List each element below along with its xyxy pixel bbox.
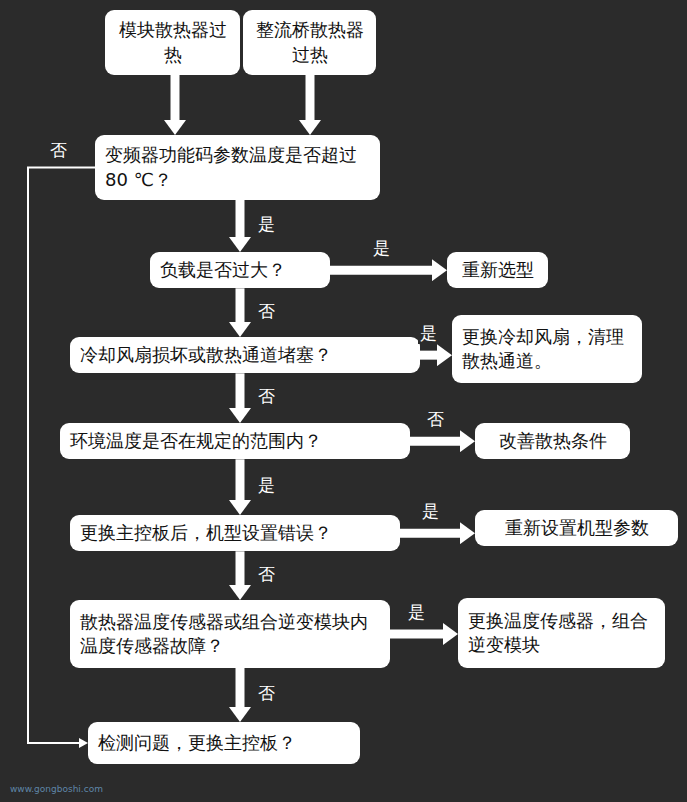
flow-arrow bbox=[236, 668, 245, 707]
flow-arrow bbox=[236, 551, 245, 585]
start-box: 模块散热器过热 bbox=[105, 10, 240, 75]
flow-arrow bbox=[236, 459, 245, 500]
node-text: 重新设置机型参数 bbox=[485, 516, 668, 540]
decision-box: 更换主控板后，机型设置错误？ bbox=[70, 515, 400, 551]
node-text: 重新选型 bbox=[457, 258, 538, 282]
node-text: 环境温度是否在规定的范围内？ bbox=[70, 429, 400, 453]
flow-arrow bbox=[236, 288, 245, 322]
flow-arrow bbox=[236, 200, 245, 237]
decision-box: 环境温度是否在规定的范围内？ bbox=[60, 423, 410, 459]
flow-arrow bbox=[390, 630, 443, 639]
flow-arrow bbox=[420, 351, 437, 360]
branch-label: 否 bbox=[256, 301, 277, 321]
flow-arrow bbox=[306, 75, 315, 120]
decision-box: 负载是否过大？ bbox=[150, 252, 330, 288]
flow-arrow bbox=[330, 266, 432, 275]
node-text: 更换冷却风扇，清理散热通道。 bbox=[462, 325, 632, 374]
action-box: 更换冷却风扇，清理散热通道。 bbox=[452, 315, 642, 383]
node-text: 负载是否过大？ bbox=[160, 258, 320, 282]
flow-arrow bbox=[171, 75, 180, 120]
branch-label: 否 bbox=[256, 683, 277, 703]
decision-box: 散热器温度传感器或组合逆变模块内温度传感器故障？ bbox=[70, 600, 390, 668]
node-text: 更换温度传感器，组合逆变模块 bbox=[468, 609, 655, 658]
branch-label: 是 bbox=[371, 238, 392, 258]
flow-arrow bbox=[410, 437, 460, 446]
action-box: 更换温度传感器，组合逆变模块 bbox=[458, 598, 665, 668]
branch-label: 是 bbox=[256, 214, 277, 234]
node-text: 模块散热器过热 bbox=[115, 18, 230, 67]
action-box: 改善散热条件 bbox=[475, 423, 630, 459]
branch-label: 是 bbox=[418, 323, 439, 343]
node-text: 变频器功能码参数温度是否超过80 ℃？ bbox=[105, 143, 370, 192]
node-text: 冷却风扇损坏或散热通道堵塞？ bbox=[80, 343, 410, 367]
node-text: 改善散热条件 bbox=[485, 429, 620, 453]
node-text: 检测问题，更换主控板？ bbox=[98, 731, 350, 755]
branch-label: 是 bbox=[420, 501, 441, 521]
action-box: 重新设置机型参数 bbox=[475, 510, 678, 546]
node-text: 散热器温度传感器或组合逆变模块内温度传感器故障？ bbox=[80, 610, 380, 659]
branch-label: 是 bbox=[256, 475, 277, 495]
action-box: 重新选型 bbox=[447, 252, 548, 288]
watermark: www.gongboshi.com bbox=[10, 784, 103, 794]
end-box: 检测问题，更换主控板？ bbox=[88, 722, 360, 764]
decision-box: 冷却风扇损坏或散热通道堵塞？ bbox=[70, 337, 420, 373]
node-text: 更换主控板后，机型设置错误？ bbox=[80, 521, 390, 545]
branch-label: 否 bbox=[256, 386, 277, 406]
branch-label: 是 bbox=[406, 602, 427, 622]
flow-arrow bbox=[400, 529, 460, 538]
branch-label: 否 bbox=[48, 140, 69, 160]
start-box: 整流桥散热器过热 bbox=[243, 10, 376, 75]
branch-label: 否 bbox=[256, 564, 277, 584]
node-text: 整流桥散热器过热 bbox=[253, 18, 366, 67]
flow-arrow bbox=[236, 373, 245, 408]
branch-label: 否 bbox=[425, 409, 446, 429]
decision-box: 变频器功能码参数温度是否超过80 ℃？ bbox=[95, 135, 380, 200]
